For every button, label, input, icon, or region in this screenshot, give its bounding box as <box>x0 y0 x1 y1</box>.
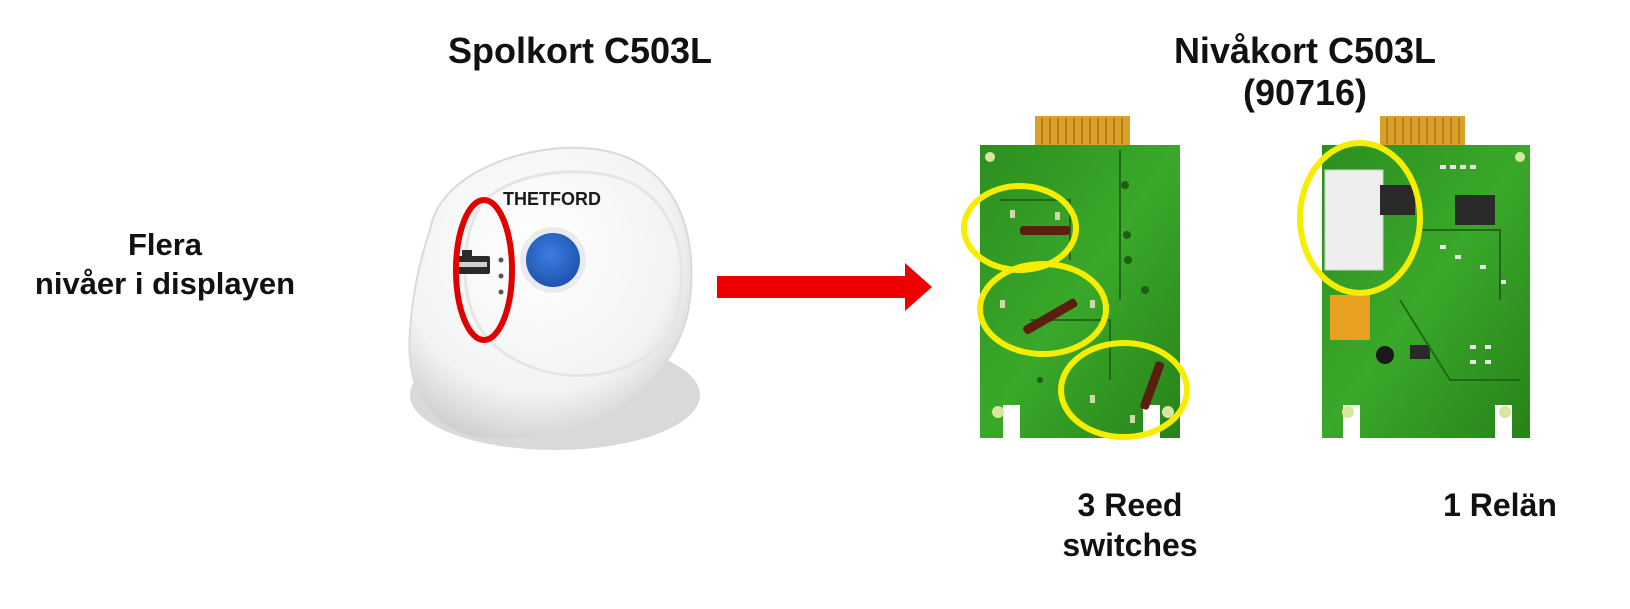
side-label-line2: nivåer i displayen <box>34 266 296 301</box>
reed-caption-line2: switches <box>1062 527 1198 563</box>
nivakort-title: Nivåkort C503L (90716) <box>1145 30 1465 114</box>
thetford-logo: THETFORD <box>503 189 601 209</box>
spolkort-device: THETFORD <box>408 146 700 450</box>
relay-caption: 1 Relän <box>1443 487 1557 523</box>
tank-level-icon <box>456 250 490 274</box>
nivakort-title-line1: Nivåkort C503L <box>1173 30 1437 71</box>
reed-caption-line1: 3 Reed <box>1077 487 1183 523</box>
relay-component <box>1324 169 1384 271</box>
red-arrow <box>717 263 932 311</box>
nivakort-title-line2: (90716) <box>1242 72 1368 113</box>
side-label-line1: Flera <box>127 227 203 262</box>
blue-button <box>520 227 586 293</box>
pcb-relay <box>1297 116 1530 438</box>
pcb-connector-left <box>1035 116 1130 146</box>
red-highlight-circle <box>453 197 515 343</box>
pcb-connector-right <box>1380 116 1465 146</box>
reed-switches-caption: 3 Reed switches <box>1030 485 1230 565</box>
spolkort-title: Spolkort C503L <box>447 30 713 71</box>
yellow-highlight-reed-2 <box>977 261 1109 357</box>
yellow-highlight-relay <box>1297 140 1423 296</box>
side-label: Flera nivåer i displayen <box>10 225 320 303</box>
pcb-reed-switches <box>961 116 1190 440</box>
yellow-highlight-reed-3 <box>1058 340 1190 440</box>
